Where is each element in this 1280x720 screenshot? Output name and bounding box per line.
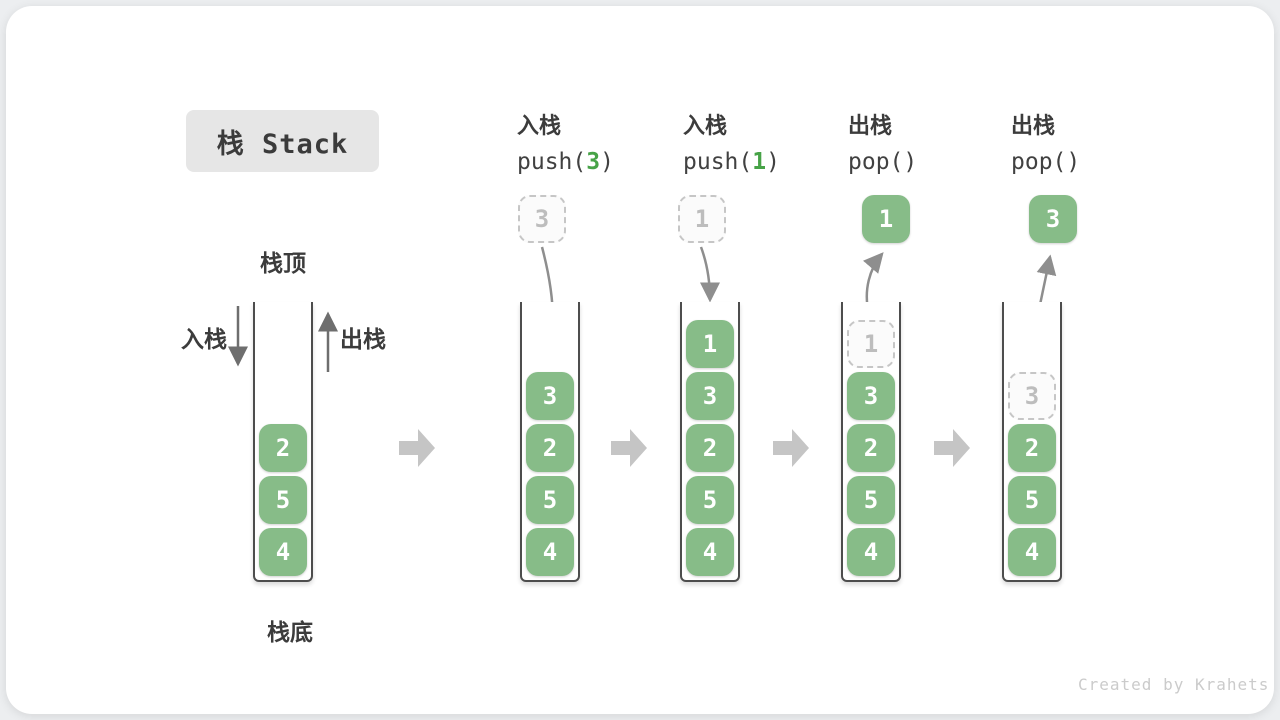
stack-cell: 4 — [847, 528, 895, 576]
stack-cell: 2 — [526, 424, 574, 472]
push-label: 入栈 — [181, 326, 227, 352]
op-code: push(1) — [683, 149, 780, 175]
stack-top-label: 栈顶 — [260, 250, 306, 276]
step-arrow-1 — [399, 429, 435, 467]
stack-cell: 1 — [686, 320, 734, 368]
op-header-pop-1: 出栈 pop() — [848, 108, 917, 175]
op-name: 入栈 — [683, 113, 728, 138]
op-code: pop() — [1011, 149, 1081, 175]
stack-cell: 2 — [686, 424, 734, 472]
page-title: 栈 Stack — [186, 110, 379, 172]
stack-cell: 4 — [259, 528, 307, 576]
popped-element-1: 1 — [862, 195, 910, 243]
stack-cell: 3 — [847, 372, 895, 420]
stack-cell: 4 — [686, 528, 734, 576]
stack-cell: 2 — [847, 424, 895, 472]
stack-cell: 5 — [526, 476, 574, 524]
incoming-element-3: 3 — [518, 195, 566, 243]
op-name: 出栈 — [1011, 113, 1056, 138]
op-arg: 1 — [752, 149, 767, 175]
stack-cell: 2 — [1008, 424, 1056, 472]
op-header-pop-2: 出栈 pop() — [1011, 108, 1080, 175]
stack-cell: 4 — [526, 528, 574, 576]
stack-cell: 4 — [1008, 528, 1056, 576]
stack-cell: 5 — [259, 476, 307, 524]
op-code: push(3) — [517, 149, 614, 175]
op-name: 出栈 — [848, 113, 893, 138]
step-arrow-4 — [934, 429, 970, 467]
stack-cell: 3 — [526, 372, 574, 420]
stack-cell: 5 — [847, 476, 895, 524]
op-arg: 3 — [586, 149, 601, 175]
stack-cell-removed: 3 — [1008, 372, 1056, 420]
op-header-push3: 入栈 push(3) — [517, 108, 614, 175]
step-arrow-3 — [773, 429, 809, 467]
push1-arrow — [699, 246, 720, 303]
stack-cell: 5 — [1008, 476, 1056, 524]
op-code: pop() — [848, 149, 918, 175]
stack-cell: 3 — [686, 372, 734, 420]
stack-cell: 5 — [686, 476, 734, 524]
stack-cell-removed: 1 — [847, 320, 895, 368]
incoming-element-1: 1 — [678, 195, 726, 243]
op-name: 入栈 — [517, 113, 562, 138]
stack-bottom-label: 栈底 — [267, 619, 313, 645]
step-arrow-2 — [611, 429, 647, 467]
op-header-push1: 入栈 push(1) — [683, 108, 780, 175]
watermark: Created by Krahets — [1078, 675, 1270, 694]
stack-cell: 2 — [259, 424, 307, 472]
popped-element-3: 3 — [1029, 195, 1077, 243]
pop-label: 出栈 — [340, 326, 386, 352]
